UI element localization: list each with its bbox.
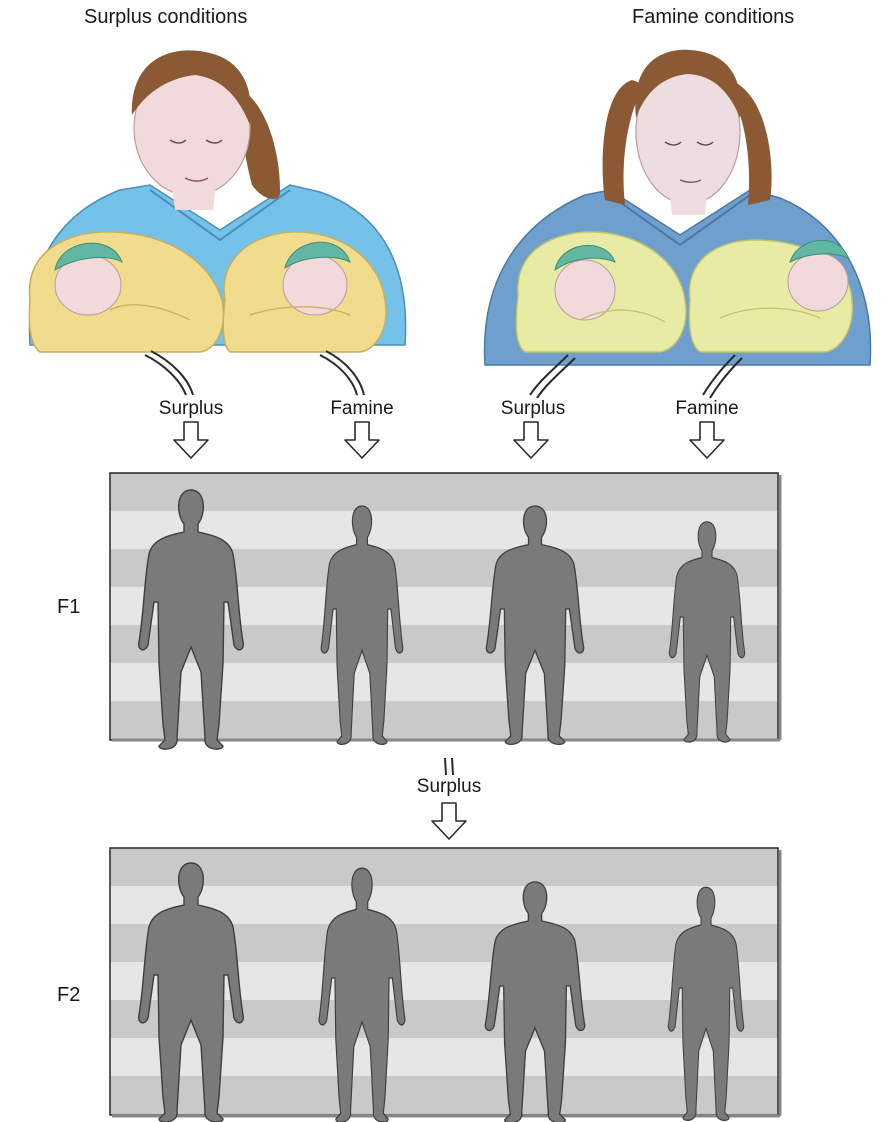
arrow-label-surplus-1: Surplus [159,398,223,420]
arrow-famine-2-icon [690,422,724,458]
famine-mother-illustration [485,50,871,365]
arrow-famine-1-icon [345,422,379,458]
arrow-transition-icon [432,803,466,839]
arrow-label-famine-1: Famine [330,398,393,420]
f2-label: F2 [57,984,80,1007]
transition-connector [445,758,453,775]
f1-label: F1 [57,596,80,619]
surplus-mother-illustration [29,50,405,352]
arrow-label-famine-2: Famine [675,398,738,420]
arrow-label-surplus-2: Surplus [501,398,565,420]
arrow-surplus-2-icon [514,422,548,458]
arrow-surplus-1-icon [174,422,208,458]
transition-label: Surplus [417,776,481,798]
